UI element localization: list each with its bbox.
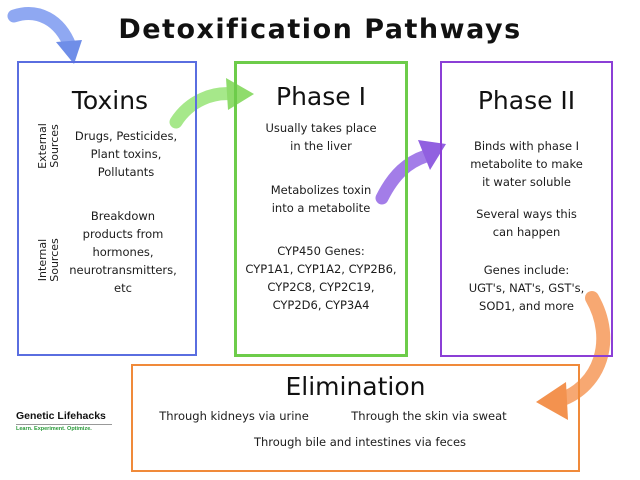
phase1-line: CYP450 Genes:: [277, 244, 365, 258]
external-item: Drugs, Pesticides,: [74, 129, 178, 143]
elimination-kidneys-text: Through kidneys via urine: [159, 409, 309, 423]
arrow-toxins-to-phase1-icon: [169, 78, 254, 129]
toxins-heading: Toxins: [71, 86, 149, 115]
internal-item: neurotransmitters,: [69, 263, 177, 277]
elimination-skin-text: Through the skin via sweat: [351, 409, 507, 423]
phase1-heading: Phase I: [276, 82, 366, 111]
arrow-phase2-to-elimination-icon: [536, 291, 611, 420]
entry-arrow-icon: [7, 7, 82, 64]
logo: Genetic Lifehacks Learn. Experiment. Opt…: [16, 410, 126, 432]
phase2-line: can happen: [492, 225, 561, 239]
logo-name: Genetic Lifehacks: [16, 410, 106, 422]
phase1-function-text: Metabolizes toxin into a metabolite: [238, 181, 404, 217]
page-title: Detoxification Pathways: [118, 14, 522, 45]
toxins-box: [17, 61, 197, 356]
phase1-line: Metabolizes toxin: [270, 183, 372, 197]
internal-item: etc: [114, 281, 132, 295]
phase1-genes-text: CYP450 Genes: CYP1A1, CYP1A2, CYP2B6, CY…: [238, 242, 404, 314]
internal-item: hormones,: [92, 245, 154, 259]
phase1-line: in the liver: [290, 139, 352, 153]
external-sources-list: Drugs, Pesticides, Plant toxins, Polluta…: [66, 127, 186, 181]
phase1-location-text: Usually takes place in the liver: [238, 119, 404, 155]
phase2-genes-text: Genes include: UGT's, NAT's, GST's, SOD1…: [444, 261, 609, 315]
phase2-ways-text: Several ways this can happen: [444, 205, 609, 241]
internal-sources-label: Internal Sources: [36, 238, 61, 282]
phase1-line: CYP2D6, CYP3A4: [272, 298, 370, 312]
logo-tagline: Learn. Experiment. Optimize.: [16, 426, 92, 432]
internal-sources-list: Breakdown products from hormones, neurot…: [60, 207, 186, 297]
phase2-line: UGT's, NAT's, GST's,: [468, 281, 585, 295]
phase1-line: into a metabolite: [271, 201, 371, 215]
phase2-line: Genes include:: [483, 263, 570, 277]
elimination-box: [131, 364, 580, 472]
internal-item: products from: [82, 227, 164, 241]
logo-divider: [16, 424, 112, 425]
phase2-line: Binds with phase I: [473, 139, 580, 153]
phase2-line: Several ways this: [476, 207, 577, 221]
phase1-line: CYP1A1, CYP1A2, CYP2B6,: [245, 262, 397, 276]
phase2-box: [440, 61, 613, 357]
phase1-line: Usually takes place: [265, 121, 377, 135]
elimination-bile-text: Through bile and intestines via feces: [253, 435, 467, 449]
phase2-line: it water soluble: [482, 175, 571, 189]
phase1-line: CYP2C8, CYP2C19,: [267, 280, 375, 294]
internal-item: Breakdown: [90, 209, 156, 223]
external-item: Pollutants: [97, 165, 155, 179]
phase1-box: [234, 61, 408, 357]
elimination-heading: Elimination: [285, 372, 426, 401]
phase2-heading: Phase II: [477, 86, 576, 115]
phase2-line: SOD1, and more: [479, 299, 574, 313]
arrow-phase1-to-phase2-icon: [375, 140, 446, 205]
external-item: Plant toxins,: [90, 147, 162, 161]
phase2-line: metabolite to make: [470, 157, 583, 171]
phase2-binding-text: Binds with phase I metabolite to make it…: [444, 137, 609, 191]
external-sources-label: External Sources: [36, 123, 61, 169]
